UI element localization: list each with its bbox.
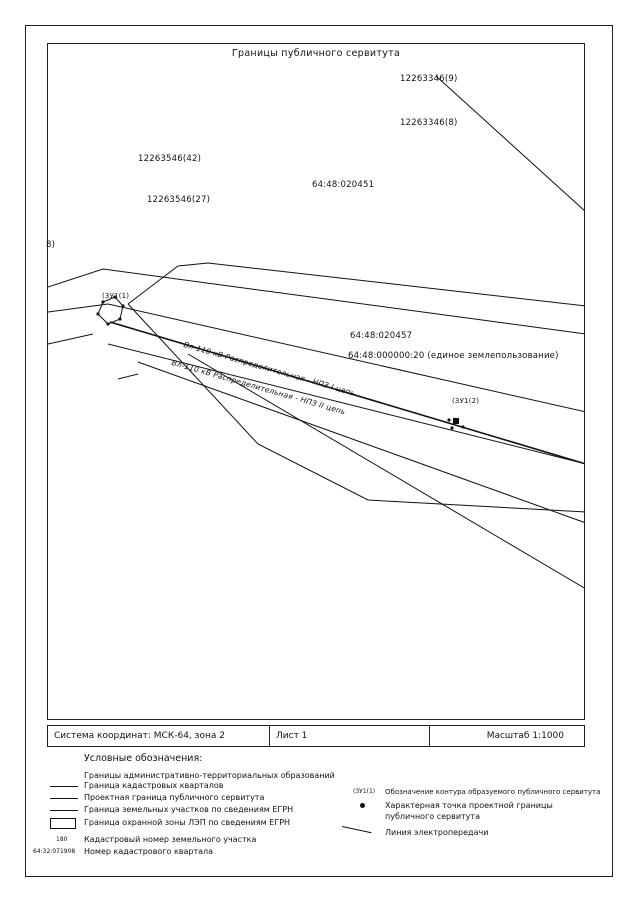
legend-line-symbol bbox=[50, 786, 78, 787]
legend-title: Условные обозначения: bbox=[84, 753, 203, 764]
parcel-label: 12263346(9) bbox=[400, 74, 458, 84]
quarter-boundary-lower bbox=[187, 353, 584, 589]
legend-line-symbol bbox=[50, 810, 78, 811]
sheet-number: Лист 1 bbox=[270, 726, 430, 746]
quarter-boundary-upper bbox=[48, 268, 584, 335]
legend-item: Кадастровый номер земельного участка bbox=[84, 835, 257, 844]
single-use-label: 64:48:000000:20 (единое землепользование… bbox=[348, 351, 559, 361]
contour-label: (3У1(1) bbox=[102, 292, 130, 300]
legend-sample: (3У1(1) bbox=[353, 788, 376, 795]
corridor-upper bbox=[48, 303, 584, 413]
sheet-frame bbox=[25, 25, 613, 877]
parcel-boundary-line bbox=[435, 75, 584, 211]
corridor-lower bbox=[107, 343, 584, 465]
legend-sample: 64:32:071908 bbox=[33, 848, 76, 855]
point-icon bbox=[360, 803, 365, 808]
legend-item: Граница кадастровых кварталов bbox=[84, 781, 224, 790]
map-title: Границы публичного сервитута bbox=[231, 48, 401, 59]
title-block: Система координат: МСК-64, зона 2 Лист 1… bbox=[47, 725, 585, 747]
boundary-points-2 bbox=[447, 418, 465, 430]
corridor-stub bbox=[48, 333, 94, 345]
quarter-label: 64:48:020451 bbox=[312, 180, 375, 190]
contour-label: (3У1(2) bbox=[452, 397, 480, 405]
parcel-label: 12263546(27) bbox=[147, 195, 211, 205]
boundary-points-1 bbox=[96, 295, 125, 326]
legend-item: Граница охранной зоны ЛЭП по сведениям Е… bbox=[84, 818, 291, 827]
parcel-label: 12263546(42) bbox=[138, 154, 202, 164]
legend-item: Обозначение контура образуемого публично… bbox=[385, 788, 601, 796]
legend-sample: 180 bbox=[56, 836, 68, 843]
legend-item: Линия электропередачи bbox=[385, 828, 489, 837]
legend-item: Границы административно-территориальных … bbox=[84, 771, 335, 780]
zone-top bbox=[127, 262, 584, 307]
map-area bbox=[47, 43, 585, 720]
legend-box-symbol bbox=[50, 818, 76, 829]
legend-item: Граница земельных участков по сведениям … bbox=[84, 805, 294, 814]
edge-label: 8) bbox=[46, 240, 56, 250]
legend-line-symbol bbox=[50, 798, 78, 799]
map-drawing bbox=[48, 75, 584, 589]
short-stub bbox=[117, 373, 139, 380]
zone-bottom bbox=[127, 303, 584, 513]
quarter-label: 64:48:020457 bbox=[350, 331, 413, 341]
coord-system: Система координат: МСК-64, зона 2 bbox=[48, 726, 270, 746]
legend-item: Характерная точка проектной границы публ… bbox=[385, 801, 553, 821]
scale-label: Масштаб 1:1000 bbox=[486, 731, 564, 741]
quarter-boundary-middle bbox=[137, 361, 584, 523]
parcel-label: 12263346(8) bbox=[400, 118, 458, 128]
legend-item: Номер кадастрового квартала bbox=[84, 847, 214, 856]
power-line bbox=[109, 321, 584, 465]
legend-item: Проектная граница публичного сервитута bbox=[84, 793, 265, 802]
